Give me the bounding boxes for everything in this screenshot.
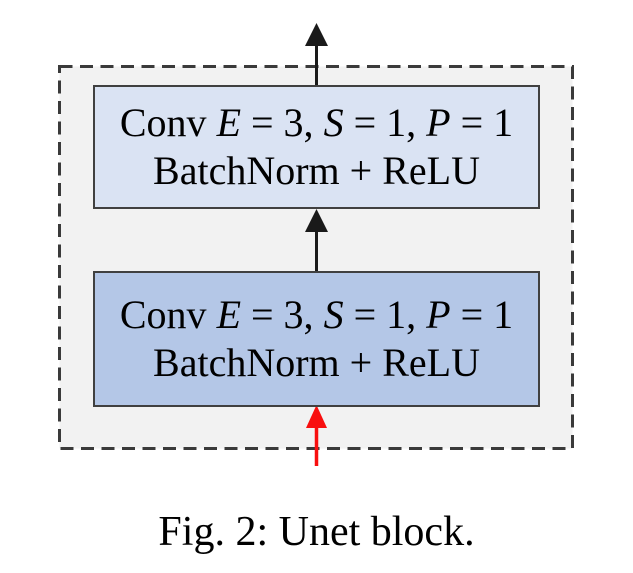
conv-block-top: Conv E = 3, S = 1, P = 1 BatchNorm + ReL… [93, 85, 540, 209]
var-s: S [323, 292, 344, 337]
output-arrow-icon [305, 23, 328, 86]
conv-block-bottom: Conv E = 3, S = 1, P = 1 BatchNorm + ReL… [93, 271, 540, 407]
param-p-value: = 1 [450, 292, 514, 337]
param-s-value: = 1, [343, 100, 427, 145]
var-p: P [426, 292, 451, 337]
conv-label-text: Conv [119, 292, 217, 337]
var-p: P [426, 100, 451, 145]
conv-params-label: Conv E = 3, S = 1, P = 1 [120, 291, 513, 339]
conv-label-text: Conv [119, 100, 217, 145]
param-p-value: = 1 [450, 100, 514, 145]
inter-block-arrow-icon [305, 209, 328, 271]
batchnorm-relu-label: BatchNorm + ReLU [153, 148, 480, 193]
var-e: E [216, 292, 241, 337]
batchnorm-relu-label: BatchNorm + ReLU [153, 340, 480, 385]
figure-caption: Fig. 2: Unet block. [158, 509, 475, 555]
var-e: E [216, 100, 241, 145]
var-s: S [323, 100, 344, 145]
param-e-value: = 3, [241, 292, 324, 337]
input-arrow-icon [306, 405, 327, 466]
param-e-value: = 3, [241, 100, 324, 145]
conv-params-label: Conv E = 3, S = 1, P = 1 [120, 99, 513, 147]
param-s-value: = 1, [343, 292, 427, 337]
